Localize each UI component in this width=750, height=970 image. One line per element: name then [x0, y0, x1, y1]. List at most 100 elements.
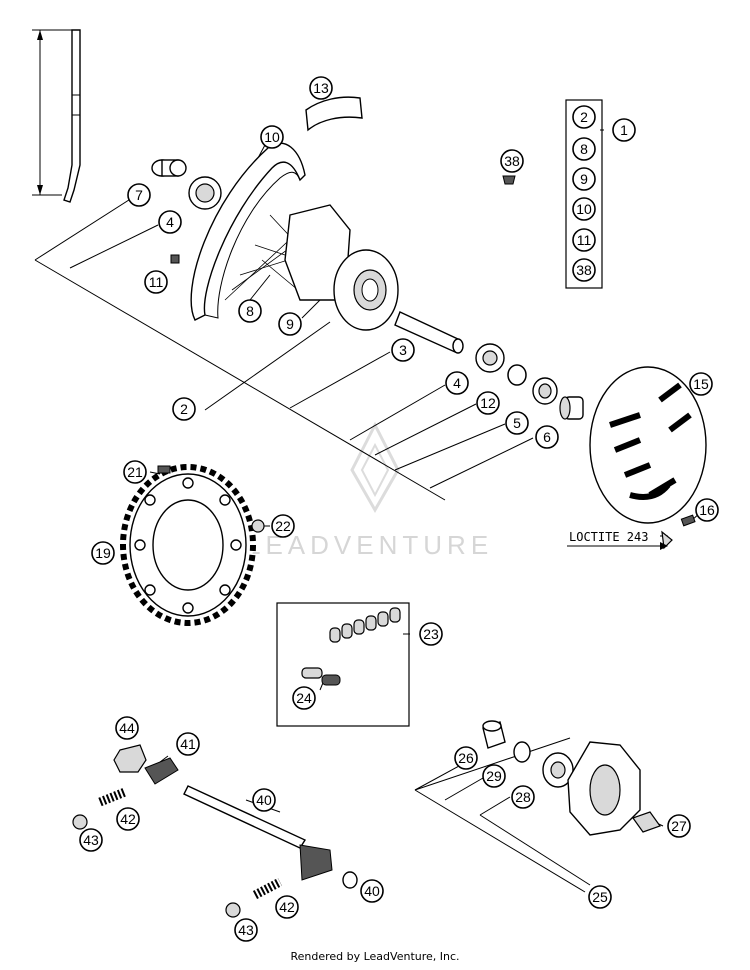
svg-text:21: 21	[127, 464, 143, 480]
chain-adjuster-41	[144, 757, 179, 785]
svg-text:40: 40	[256, 792, 272, 808]
spring-42-bottom	[252, 878, 283, 899]
chain-23	[329, 607, 401, 643]
svg-text:1: 1	[620, 122, 628, 138]
kit-item-2: 2	[572, 105, 596, 129]
spacer-6	[559, 396, 584, 420]
svg-text:2: 2	[580, 109, 588, 125]
wheel-hub	[284, 204, 399, 331]
sprocket-carrier-25	[567, 741, 641, 836]
spoke-illustration	[32, 29, 81, 203]
callout-13: 13	[309, 76, 333, 100]
callout-28: 28	[511, 785, 535, 809]
svg-text:22: 22	[275, 518, 291, 534]
svg-text:41: 41	[180, 736, 196, 752]
callout-29: 29	[482, 764, 506, 788]
callout-40: 40	[252, 788, 276, 812]
watermark: LEADVENTURE	[246, 421, 488, 560]
callout-12: 12	[476, 391, 500, 415]
svg-text:16: 16	[699, 502, 715, 518]
seal-5	[532, 377, 558, 405]
bearing-spacer-7	[151, 159, 187, 177]
svg-text:11: 11	[577, 232, 592, 248]
svg-text:8: 8	[580, 141, 588, 157]
callout-24: 24	[292, 686, 316, 710]
kit-item-9: 9	[572, 167, 596, 191]
chain-box	[276, 602, 410, 727]
callout-3: 3	[391, 338, 415, 362]
callout-9: 9	[278, 312, 302, 336]
svg-text:43: 43	[83, 832, 99, 848]
callout-7: 7	[127, 183, 151, 207]
svg-text:27: 27	[671, 818, 687, 834]
kit-item-38: 38	[572, 258, 596, 282]
callout-43-top: 43	[79, 828, 103, 852]
svg-text:19: 19	[95, 545, 111, 561]
callout-22: 22	[271, 514, 295, 538]
sprocket-19	[120, 464, 256, 626]
callout-25: 25	[588, 885, 612, 909]
rim-tape-13	[305, 96, 363, 132]
brake-disc-15	[589, 366, 707, 524]
bushing-26	[482, 720, 506, 749]
svg-text:2: 2	[180, 401, 188, 417]
svg-text:26: 26	[458, 750, 474, 766]
svg-text:13: 13	[313, 80, 329, 96]
sprocket-nut-22	[251, 519, 265, 533]
callout-27: 27	[667, 814, 691, 838]
svg-text:6: 6	[543, 429, 551, 445]
svg-text:4: 4	[166, 214, 174, 230]
callout-43-bottom: 43	[234, 918, 258, 942]
cap-39	[342, 871, 358, 889]
callout-39: 40	[360, 879, 384, 903]
svg-text:9: 9	[286, 316, 294, 332]
chain-link-24	[301, 667, 341, 686]
bearing-3	[475, 343, 505, 373]
adjuster-nut-44	[113, 744, 147, 773]
callout-6: 6	[535, 425, 559, 449]
axle-sleeve-3	[394, 311, 464, 354]
svg-text:15: 15	[693, 376, 709, 392]
kit-box	[565, 99, 603, 289]
sprocket-bolt-21	[157, 465, 171, 474]
kit-list: 2 8 9 10 11 38	[572, 105, 596, 282]
svg-text:29: 29	[486, 768, 502, 784]
svg-text:25: 25	[592, 889, 608, 905]
callout-8: 8	[238, 299, 262, 323]
svg-text:11: 11	[149, 274, 164, 290]
svg-text:10: 10	[576, 201, 592, 217]
cap-38	[502, 175, 516, 185]
kit-item-8: 8	[572, 137, 596, 161]
svg-text:24: 24	[296, 690, 312, 706]
svg-text:7: 7	[135, 187, 143, 203]
svg-text:8: 8	[246, 303, 254, 319]
svg-text:3: 3	[399, 342, 407, 358]
callout-11: 11	[144, 270, 168, 294]
axle-40	[183, 785, 333, 881]
svg-text:40: 40	[364, 883, 380, 899]
screw-11	[170, 254, 180, 264]
nut-43-bottom	[225, 902, 241, 918]
loctite-label: LOCTITE 243	[569, 530, 648, 544]
rear-wheel-rim	[190, 142, 341, 321]
callout-41: 41	[176, 732, 200, 756]
callout-42-bottom: 42	[275, 895, 299, 919]
svg-text:44: 44	[119, 720, 135, 736]
callout-23: 23	[419, 622, 443, 646]
nut-43-top	[72, 814, 88, 830]
svg-text:42: 42	[279, 899, 295, 915]
disc-bolt-16	[661, 514, 696, 550]
callout-4-front: 4	[158, 210, 182, 234]
kit-item-10: 10	[572, 197, 596, 221]
callout-labels: 1 2 3 4 4 5 6 7 8 9 10 11 12 13 15 16 19…	[79, 76, 719, 942]
svg-text:28: 28	[515, 789, 531, 805]
svg-text:4: 4	[453, 375, 461, 391]
callout-19: 19	[91, 541, 115, 565]
callout-2: 2	[172, 397, 196, 421]
wheel-bearing-4	[188, 176, 222, 210]
svg-text:43: 43	[238, 922, 254, 938]
svg-text:9: 9	[580, 171, 588, 187]
callout-44: 44	[115, 716, 139, 740]
kit-item-11: 11	[572, 228, 596, 252]
svg-text:38: 38	[504, 153, 520, 169]
